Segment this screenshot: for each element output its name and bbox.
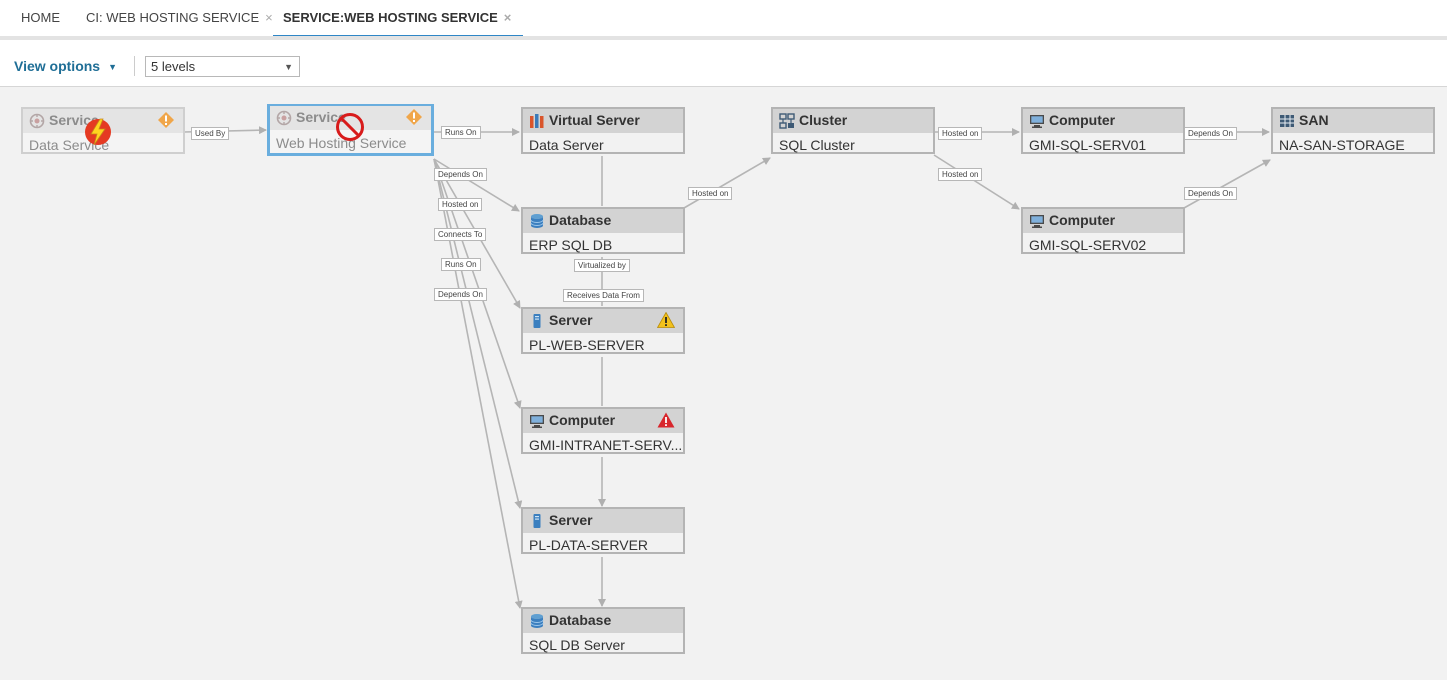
node-san[interactable]: SAN NA-SAN-STORAGE (1271, 107, 1435, 154)
tab-home[interactable]: HOME (21, 10, 60, 25)
server-icon (533, 514, 541, 528)
node-gmi-intranet[interactable]: Computer GMI-INTRANET-SERV... (521, 407, 685, 454)
san-icon (1280, 115, 1294, 127)
service-icon (29, 113, 45, 129)
node-erp-sql-db[interactable]: Database ERP SQL DB (521, 207, 685, 254)
node-gmi-sql-serv01[interactable]: Computer GMI-SQL-SERV01 (1021, 107, 1185, 154)
lightning-icon (85, 118, 111, 146)
node-sql-db-server[interactable]: Database SQL DB Server (521, 607, 685, 654)
toolbar: View options▼ 5 levels▼ (0, 40, 1447, 87)
edge-label: Receives Data From (563, 289, 644, 302)
edges-layer (183, 126, 1271, 609)
alert-diamond-icon (158, 112, 174, 128)
caret-down-icon: ▼ (108, 62, 118, 72)
tab-bar: HOME CI: WEB HOSTING SERVICE× SERVICE:WE… (0, 0, 1447, 38)
toolbar-separator (134, 56, 135, 76)
edge-label: Runs On (441, 258, 481, 271)
edge-label: Runs On (441, 126, 481, 139)
edge-label: Connects To (434, 228, 487, 241)
computer-icon (1030, 115, 1044, 128)
node-gmi-sql-serv02[interactable]: Computer GMI-SQL-SERV02 (1021, 207, 1185, 254)
edge-label: Virtualized by (574, 259, 630, 272)
levels-select[interactable]: 5 levels▼ (145, 56, 300, 77)
edge-label: Depends On (434, 168, 487, 181)
edge-label: Depends On (434, 288, 487, 301)
close-tab-icon[interactable]: × (265, 10, 273, 25)
edge-label: Hosted on (438, 198, 483, 211)
alert-diamond-icon (406, 109, 422, 125)
node-data-service[interactable]: Service Data Service (21, 107, 185, 154)
edge-label: Depends On (1184, 127, 1237, 140)
node-web-hosting-service[interactable]: Service Web Hosting Service (267, 104, 434, 156)
chevron-down-icon: ▼ (284, 62, 293, 72)
node-virtual-server[interactable]: Virtual Server Data Server (521, 107, 685, 154)
no-entry-icon (336, 113, 364, 141)
edge (433, 158, 523, 509)
tab-service-web-hosting-service[interactable]: SERVICE:WEB HOSTING SERVICE× (272, 0, 524, 38)
service-icon (276, 110, 292, 126)
dependency-map-canvas[interactable]: Used By Runs On Depends On Hosted on Con… (0, 87, 1447, 680)
edge (933, 154, 1020, 210)
error-triangle-icon (657, 412, 675, 428)
edge (1183, 159, 1271, 209)
database-icon (530, 614, 544, 628)
database-icon (530, 214, 544, 228)
node-sql-cluster[interactable]: Cluster SQL Cluster (771, 107, 935, 154)
edge-label: Used By (191, 127, 230, 140)
cluster-icon (779, 113, 795, 129)
tab-divider (0, 36, 1447, 40)
virtual-server-icon (530, 114, 544, 128)
computer-icon (1030, 215, 1044, 228)
edge (433, 158, 520, 212)
close-tab-icon[interactable]: × (503, 10, 512, 25)
node-pl-web-server[interactable]: Server PL-WEB-SERVER (521, 307, 685, 354)
edge (433, 158, 523, 609)
computer-icon (530, 415, 544, 428)
edge (433, 158, 522, 409)
edge-label: Hosted on (938, 127, 983, 140)
warning-triangle-icon (657, 312, 675, 328)
tab-ci-web-hosting-service[interactable]: CI: WEB HOSTING SERVICE× (86, 10, 273, 25)
edge-label: Depends On (1184, 187, 1237, 200)
server-icon (533, 314, 541, 328)
edge (683, 157, 771, 209)
edge-label: Hosted on (938, 168, 983, 181)
view-options-dropdown[interactable]: View options▼ (14, 58, 118, 74)
edge-label: Hosted on (688, 187, 733, 200)
node-pl-data-server[interactable]: Server PL-DATA-SERVER (521, 507, 685, 554)
